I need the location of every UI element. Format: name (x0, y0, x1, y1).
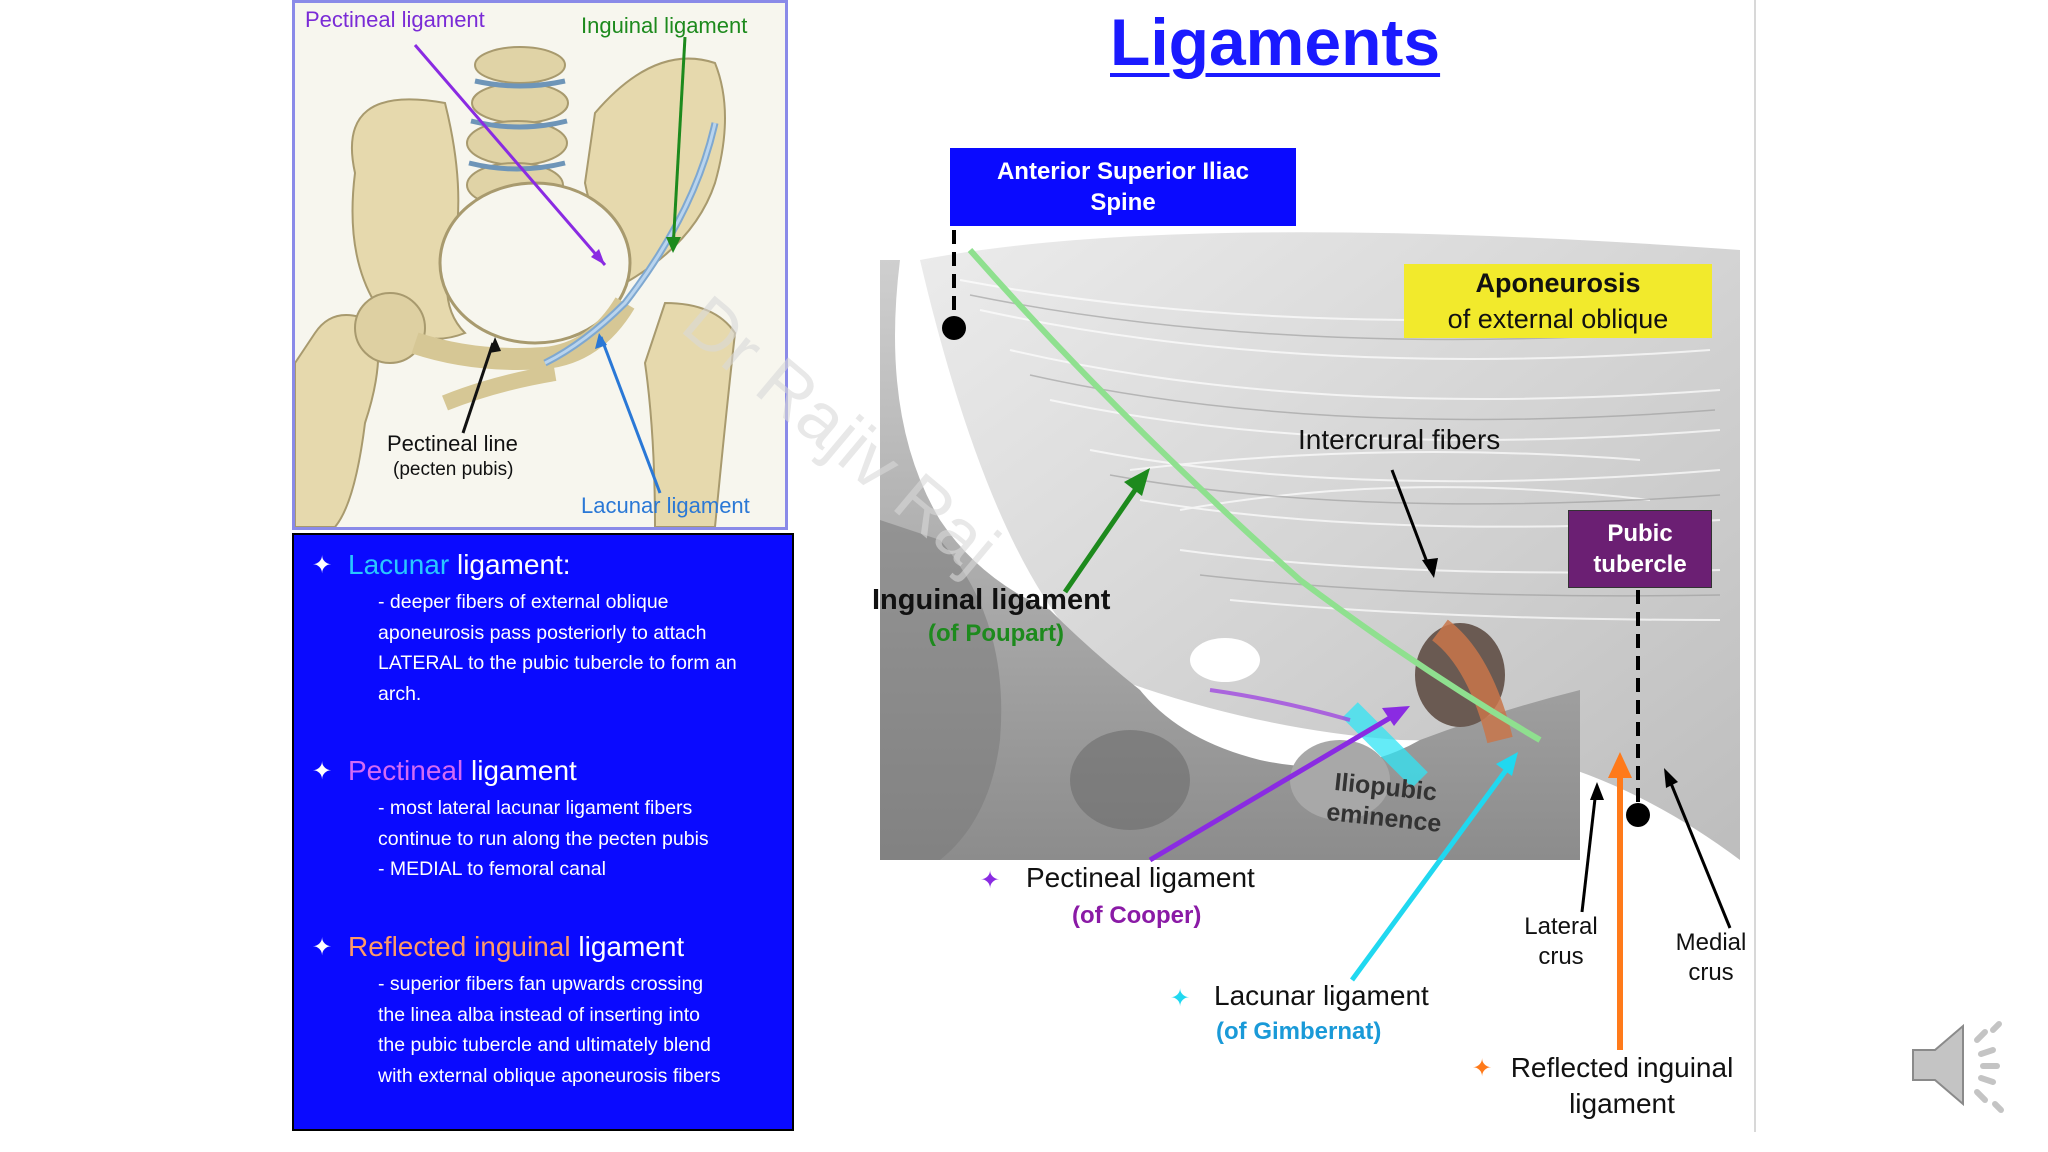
page-title: Ligaments (1110, 5, 1441, 79)
info-heading-lacunar: Lacunar ligament: (348, 549, 571, 581)
pubic-label-line2: tubercle (1593, 551, 1687, 578)
pelvis-illustration (295, 3, 785, 527)
pelvis-label-inguinal: Inguinal ligament (581, 13, 748, 38)
pelvis-label-pectineal: Pectineal ligament (305, 7, 485, 32)
speaker-volume-icon[interactable] (1905, 1010, 2015, 1120)
pectineal-label: Pectineal ligament (1026, 862, 1255, 893)
info-heading-rest: ligament (570, 931, 685, 962)
reflected-label-line2: ligament (1569, 1088, 1675, 1119)
info-heading-highlight: Pectineal (348, 755, 464, 786)
pelvis-label-lacunar: Lacunar ligament (581, 493, 750, 518)
info-heading-rest: ligament: (449, 549, 571, 580)
lacunar-sublabel: (of Gimbernat) (1216, 1018, 1382, 1045)
star-bullet-icon: ✦ (1472, 1055, 1493, 1082)
inguinal-sublabel: (of Poupart) (928, 620, 1064, 647)
pelvis-figure: Pectineal ligament Inguinal ligament Pec… (292, 0, 788, 530)
star-bullet-icon: ✦ (312, 758, 333, 785)
info-heading-rest: ligament (463, 755, 577, 786)
aponeurosis-label-line1: Aponeurosis (1475, 268, 1641, 298)
lacunar-label: Lacunar ligament (1214, 980, 1429, 1011)
aponeurosis-label-line2: of external oblique (1447, 304, 1669, 334)
pelvis-label-pecten-pubis: (pecten pubis) (393, 459, 514, 480)
asis-label-box: Anterior Superior Iliac Spine (950, 148, 1296, 226)
lateral-crus-line1: Lateral (1524, 913, 1598, 940)
lateral-crus-label: Lateral crus (1516, 912, 1606, 972)
star-bullet-icon: ✦ (312, 552, 333, 579)
reflected-label: Reflected inguinal ligament (1506, 1050, 1738, 1122)
info-body-pectineal: - most lateral lacunar ligament fibers c… (378, 797, 709, 880)
medial-crus-line1: Medial (1675, 929, 1747, 956)
info-heading-reflected: Reflected inguinal ligament (348, 931, 684, 963)
info-heading-highlight: Reflected inguinal (348, 931, 571, 962)
aponeurosis-label-box: Aponeurosis of external oblique (1404, 264, 1712, 338)
reflected-label-line1: Reflected inguinal (1510, 1052, 1734, 1083)
info-body-reflected: - superior fibers fan upwards crossing t… (378, 973, 721, 1087)
star-bullet-icon: ✦ (1170, 985, 1191, 1012)
inguinal-label: Inguinal ligament (872, 584, 1111, 616)
pelvis-label-pectineal-line: Pectineal line (387, 431, 518, 456)
intercrural-label: Intercrural fibers (1298, 424, 1501, 455)
pubic-tubercle-label-box: Pubic tubercle (1568, 510, 1712, 588)
asis-label-line1: Anterior Superior Iliac (996, 158, 1250, 185)
info-body-lacunar: - deeper fibers of external oblique apon… (378, 591, 737, 705)
medial-crus-label: Medial crus (1666, 928, 1756, 988)
asis-label-line2: Spine (1090, 189, 1156, 216)
info-heading-highlight: Lacunar (348, 549, 450, 580)
star-bullet-icon: ✦ (312, 934, 333, 961)
ligament-illustration (880, 232, 1740, 860)
star-bullet-icon: ✦ (980, 867, 1001, 894)
pubic-label-line1: Pubic (1607, 520, 1673, 547)
pectineal-sublabel: (of Cooper) (1072, 902, 1202, 929)
slide-border (1754, 0, 1756, 1132)
medial-crus-line2: crus (1688, 959, 1734, 986)
info-panel: ✦ Lacunar ligament: - deeper fibers of e… (292, 533, 794, 1131)
info-heading-pectineal: Pectineal ligament (348, 755, 577, 787)
lateral-crus-line2: crus (1538, 943, 1584, 970)
